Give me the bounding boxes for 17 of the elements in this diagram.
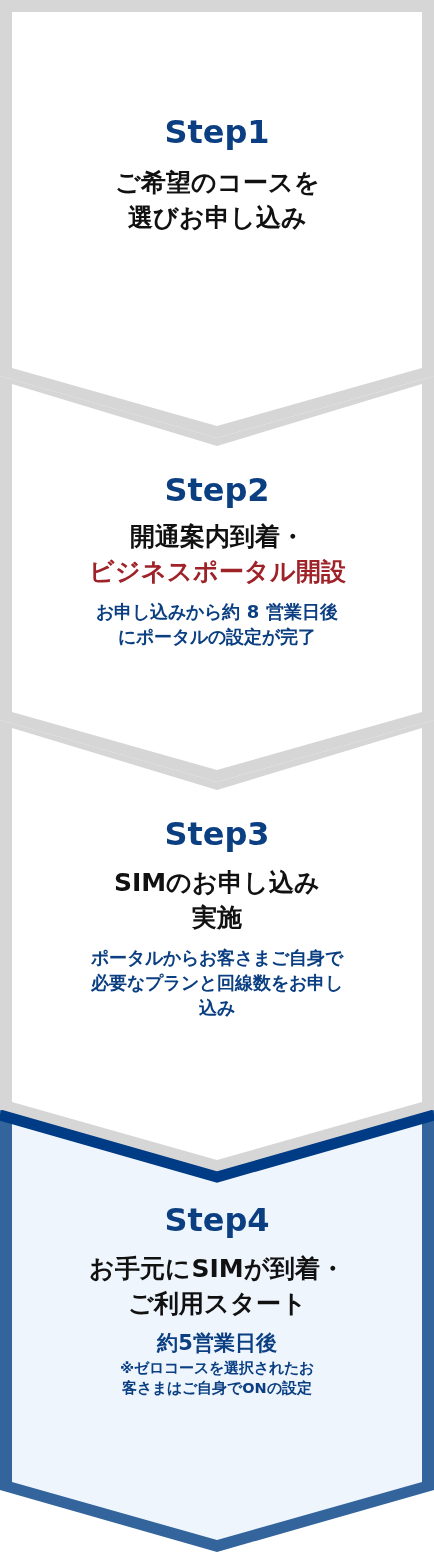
chevron-step-panel	[0, 0, 434, 438]
step-title: 開通案内到着・	[129, 520, 305, 553]
step-number: Step2	[164, 470, 270, 511]
step-title: ご希望のコースを選びお申し込み	[113, 166, 321, 234]
step-number: Step3	[164, 814, 270, 855]
step-note: ポータルからお客さまご自身で必要なプランと回線数をお申し込み	[90, 945, 345, 1021]
chevron-step-panel	[0, 376, 434, 782]
step-title: お手元にSIMが到着・ご利用スタート	[88, 1252, 346, 1320]
chevron-step-panel	[0, 1110, 434, 1552]
chevron-step-panel	[0, 720, 434, 1172]
step-note: ※ゼロコースを選択されたお客さまはご自身でONの設定	[118, 1359, 316, 1399]
step-number: Step1	[164, 112, 270, 153]
step-note: お申し込みから約 8 営業日後にポータルの設定が完了	[95, 599, 339, 649]
step-title: ビジネスポータル開設	[88, 555, 346, 588]
step-note: 約5営業日後	[157, 1329, 277, 1357]
step-title: SIMのお申し込み実施	[112, 866, 322, 934]
step-number: Step4	[164, 1200, 270, 1241]
